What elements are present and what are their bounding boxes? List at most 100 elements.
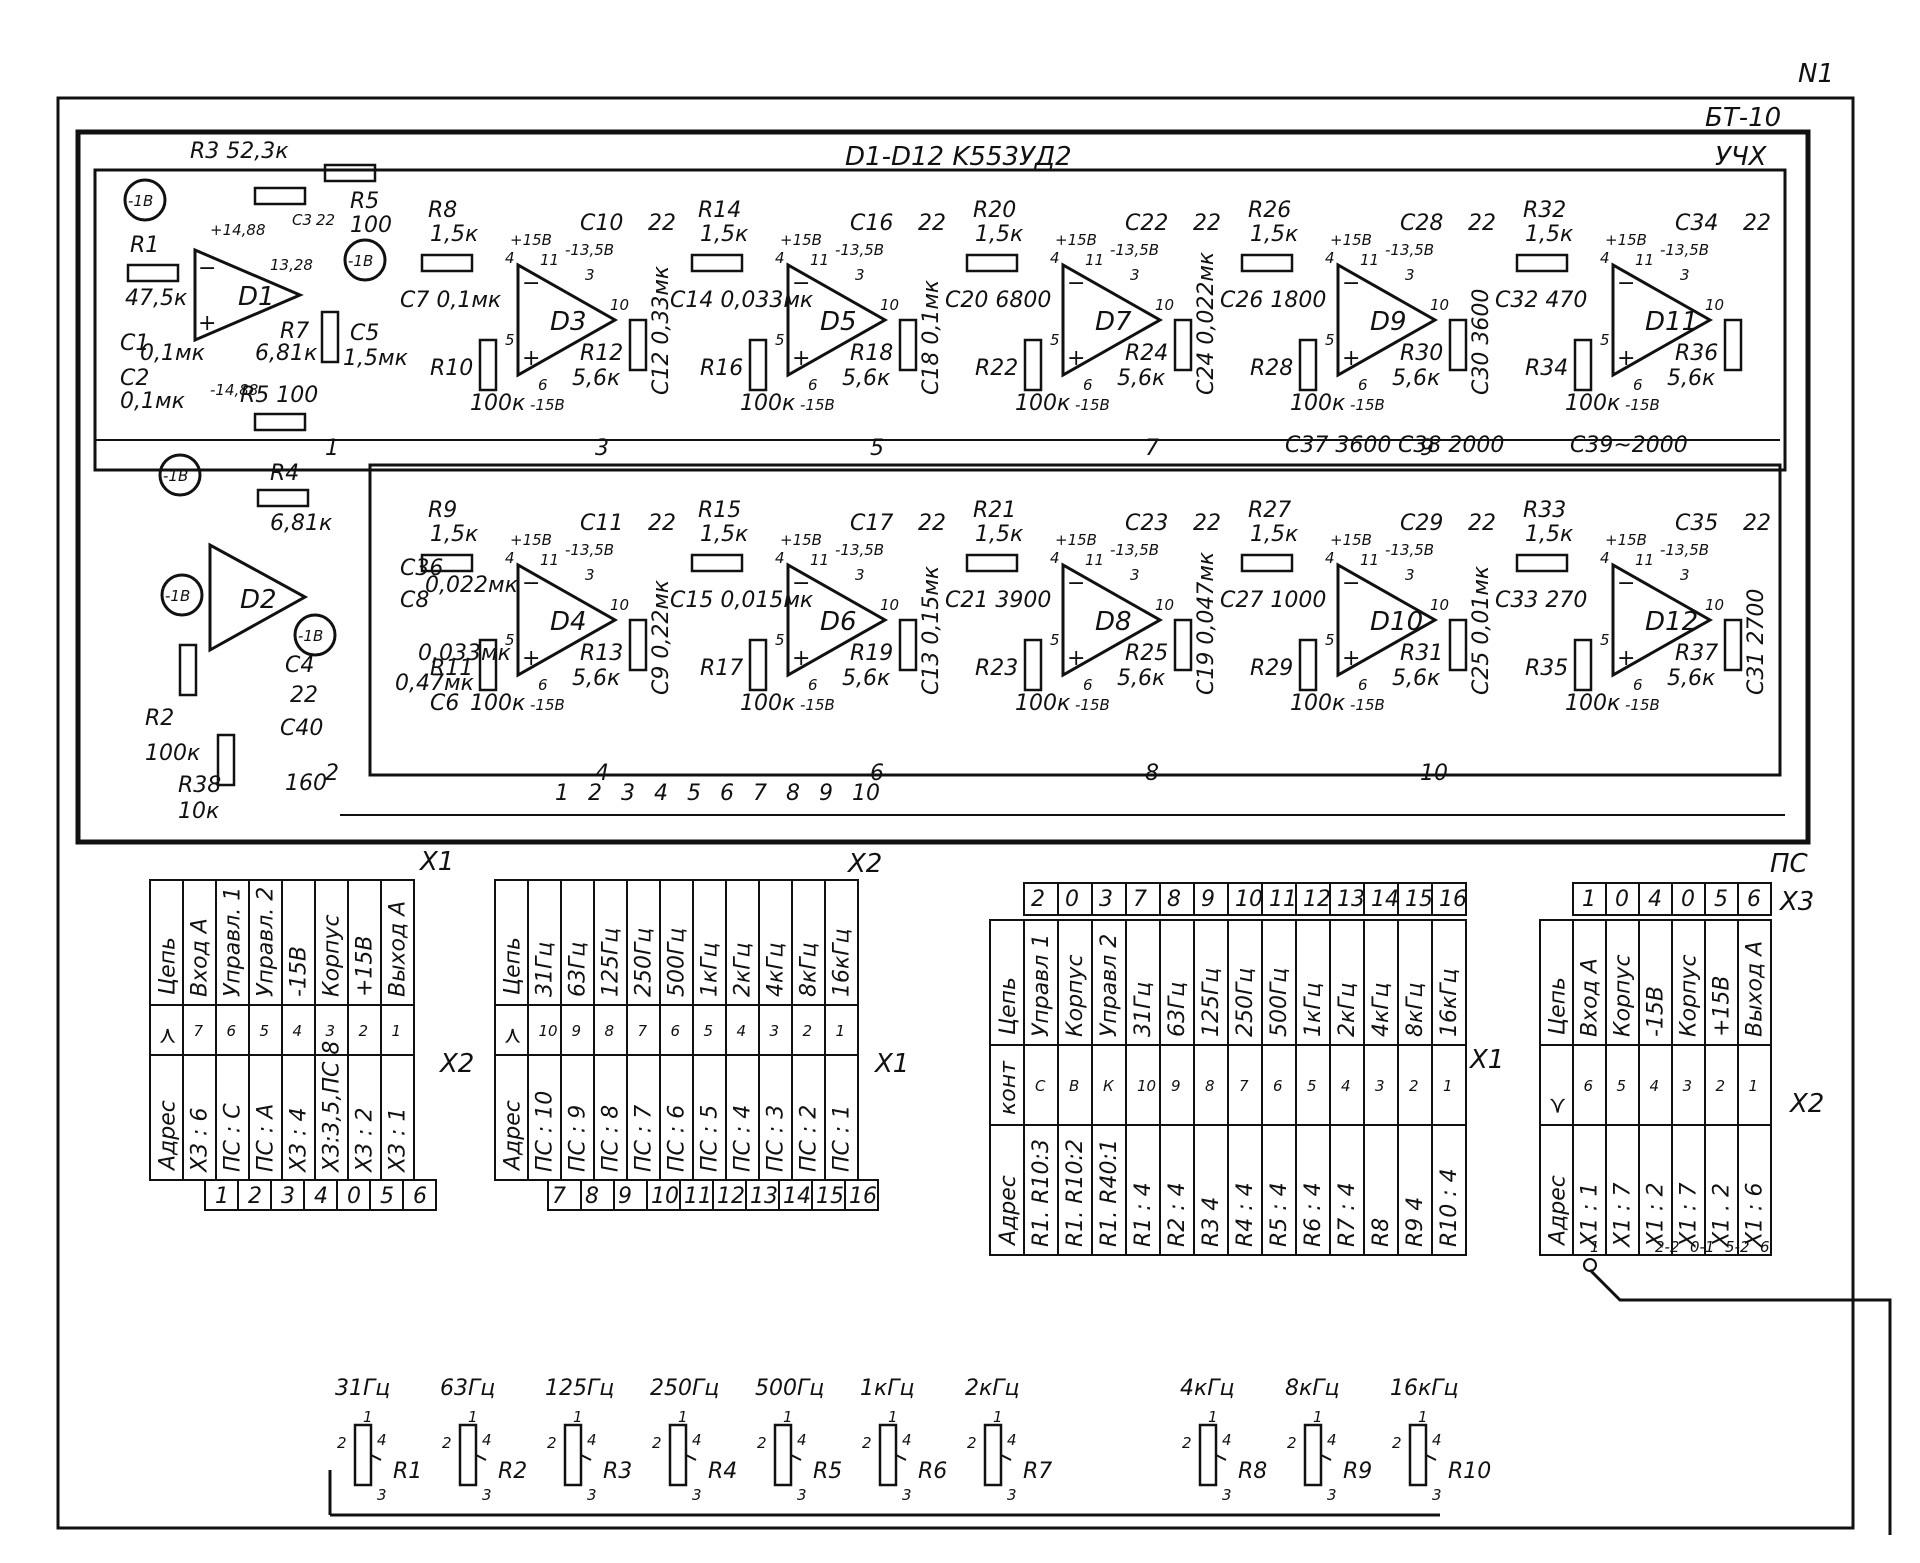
- ps-cell-1-7: 6: [1273, 1077, 1283, 1095]
- x1-row-label-1: ≻: [501, 1027, 526, 1045]
- test-point-2: [343, 238, 387, 282]
- res-r32: [1515, 253, 1569, 273]
- label-d1: D1: [238, 282, 275, 312]
- label-r33: R33: [1523, 498, 1566, 523]
- res-r22: [1023, 338, 1043, 392]
- label-r15-val: 1,5к: [700, 522, 749, 547]
- pin-4: 4: [1325, 549, 1335, 567]
- pin-3: 3: [1680, 566, 1690, 584]
- x1-bottom-num: 16: [849, 1184, 877, 1209]
- label-d9: D9: [1370, 307, 1407, 337]
- res-r9: [420, 553, 474, 573]
- label-c1-val: 0,1мк: [140, 341, 206, 366]
- label-c16: C16: [850, 211, 893, 236]
- pin-6: 6: [1083, 376, 1093, 394]
- label-r21-val: 1,5к: [975, 522, 1024, 547]
- res-r19: [898, 618, 918, 672]
- res-r27: [1240, 553, 1294, 573]
- label-c28: C28: [1400, 211, 1443, 236]
- node-number: 8: [1145, 761, 1159, 786]
- x1-bottom-num: 7: [552, 1184, 566, 1209]
- x3-cell-2-1: X1 : 7: [1611, 1183, 1636, 1248]
- x3-row-label-1: ≺: [1546, 1097, 1571, 1115]
- label-r12: R12: [580, 341, 623, 366]
- pot-pin-2: 2: [547, 1434, 557, 1452]
- minus-d1: −: [198, 256, 216, 281]
- label-r26-val: 1,5к: [1250, 222, 1299, 247]
- ps-cell-2-0: R1. R10:3: [1029, 1139, 1054, 1247]
- x1-cell-2-9: ПС : 1: [830, 1105, 855, 1172]
- opamp-d6: [786, 562, 889, 678]
- pin-5: 5: [1050, 331, 1060, 349]
- ps-top-num: 13: [1337, 887, 1365, 912]
- x3-cell-2-2: X1 : 2: [1644, 1183, 1669, 1248]
- label-c17-val: 22: [918, 511, 946, 536]
- x3-cell-1-3: 3: [1683, 1077, 1693, 1095]
- label-d8: D8: [1095, 607, 1132, 637]
- pot-pin-3: 3: [902, 1486, 912, 1504]
- x1-cell-1-0: 10: [539, 1022, 558, 1040]
- pin-6: 6: [808, 676, 818, 694]
- label-supply-m15: -15В: [1075, 396, 1110, 414]
- label-cin: C15 0,015мк: [670, 588, 814, 613]
- label-v1328: 13,28: [270, 256, 313, 274]
- label-r36: R36: [1675, 341, 1718, 366]
- pot-pin-2: 2: [1182, 1434, 1192, 1452]
- node-number: 9: [1420, 436, 1434, 461]
- label-x2-left: X2: [438, 1049, 474, 1079]
- pin-10: 10: [1705, 296, 1724, 314]
- opamp-d12: [1611, 562, 1714, 678]
- label-r19-val: 5,6к: [842, 666, 891, 691]
- label-c5: C5: [350, 321, 379, 346]
- label-ic-type: D1-D12 K553УД2: [845, 142, 1072, 172]
- label-c6-val: 0,47мк: [395, 671, 475, 696]
- x1-cell-2-6: ПС : 4: [731, 1105, 756, 1172]
- ps-cell-2-2: R1. R40:1: [1097, 1139, 1122, 1247]
- x1-cell-1-3: 7: [638, 1022, 648, 1040]
- x1-cell-0-6: 2кГц: [731, 942, 756, 997]
- res-r11: [478, 638, 498, 692]
- plus-sign: +: [1617, 346, 1635, 371]
- pin-4: 4: [1325, 249, 1335, 267]
- x2-cell-2-3: X3 : 4: [287, 1108, 312, 1173]
- label-ps: ПС: [1770, 849, 1809, 879]
- ps-cell-1-1: В: [1069, 1077, 1079, 1095]
- ps-row-label-2: Адрес: [996, 1175, 1021, 1247]
- pot-body: [878, 1423, 898, 1487]
- pot-pin-4: 4: [797, 1431, 807, 1449]
- x1-cell-2-7: ПС : 3: [764, 1105, 789, 1172]
- pot-name: R2: [498, 1459, 527, 1484]
- plus-sign: +: [792, 346, 810, 371]
- label-c36-val: 0,022мк: [425, 573, 519, 598]
- pot-pin-3: 3: [1432, 1486, 1442, 1504]
- ps-top-num: 7: [1133, 887, 1147, 912]
- x3-cell-2-0: X1 : 1: [1578, 1183, 1603, 1248]
- label-r27-val: 1,5к: [1250, 522, 1299, 547]
- pot-freq-label: 63Гц: [440, 1376, 495, 1401]
- ps-top-num: 0: [1065, 887, 1079, 912]
- label-cin: C21 3900: [945, 588, 1051, 613]
- pin-6: 6: [808, 376, 818, 394]
- label-m1b-5: -1В: [298, 627, 323, 645]
- label-r11-val: 100к: [470, 691, 526, 716]
- minus-sign: −: [1067, 271, 1085, 296]
- label-d7: D7: [1095, 307, 1132, 337]
- pot-pin-4: 4: [377, 1431, 387, 1449]
- ps-cell-2-1: R1. R10:2: [1063, 1139, 1088, 1247]
- ps-cell-2-8: R6 : 4: [1301, 1182, 1326, 1247]
- res-r7: [320, 310, 340, 364]
- pot-name: R3: [603, 1459, 632, 1484]
